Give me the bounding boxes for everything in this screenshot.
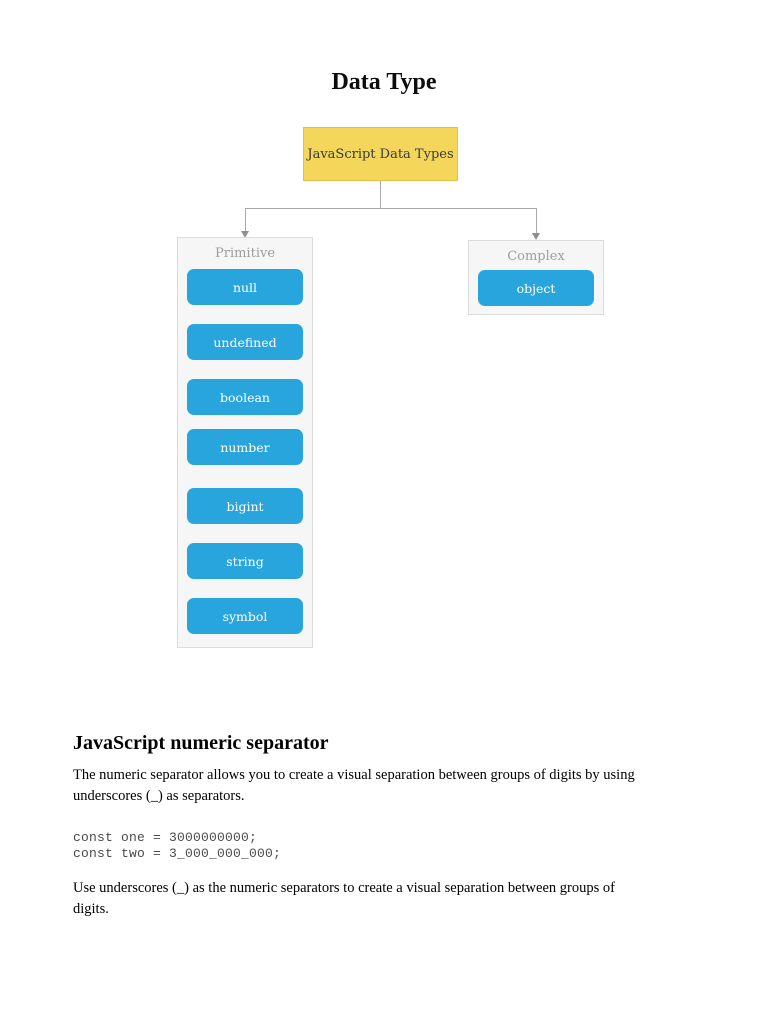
code-snippet: const one = 3000000000; const two = 3_00…: [73, 830, 713, 861]
node-javascript-data-types: JavaScript Data Types: [303, 127, 458, 181]
node-number: number: [187, 429, 303, 465]
group-primitive-label: Primitive: [214, 246, 276, 261]
arrow-down-icon: [532, 233, 540, 240]
arrow-down-icon: [241, 231, 249, 238]
node-string: string: [187, 543, 303, 579]
paragraph-line: Use underscores (_) as the numeric separ…: [73, 880, 615, 896]
node-undefined: undefined: [187, 324, 303, 360]
code-line: const one = 3000000000;: [73, 830, 258, 845]
connector-right-vertical: [536, 208, 537, 233]
node-object: object: [478, 270, 594, 306]
paragraph-line: underscores (_) as separators.: [73, 788, 245, 804]
connector-root-vertical: [380, 181, 381, 208]
outro-paragraph: Use underscores (_) as the numeric separ…: [73, 878, 713, 920]
group-complex: Complex object: [468, 240, 604, 315]
intro-paragraph: The numeric separator allows you to crea…: [73, 765, 713, 807]
connector-left-vertical: [245, 208, 246, 231]
node-symbol: symbol: [187, 598, 303, 634]
code-line: const two = 3_000_000_000;: [73, 845, 282, 861]
diagram-title: Data Type: [331, 69, 437, 95]
article-section: JavaScript numeric separator The numeric…: [73, 732, 713, 920]
paragraph-line: The numeric separator allows you to crea…: [73, 767, 635, 783]
article-heading: JavaScript numeric separator: [73, 732, 329, 754]
node-boolean: boolean: [187, 379, 303, 415]
connector-horizontal: [245, 208, 537, 209]
node-null: null: [187, 269, 303, 305]
group-complex-label: Complex: [507, 249, 565, 264]
paragraph-line: digits.: [73, 901, 109, 917]
group-primitive: Primitive null undefined boolean number …: [177, 237, 313, 648]
node-bigint: bigint: [187, 488, 303, 524]
